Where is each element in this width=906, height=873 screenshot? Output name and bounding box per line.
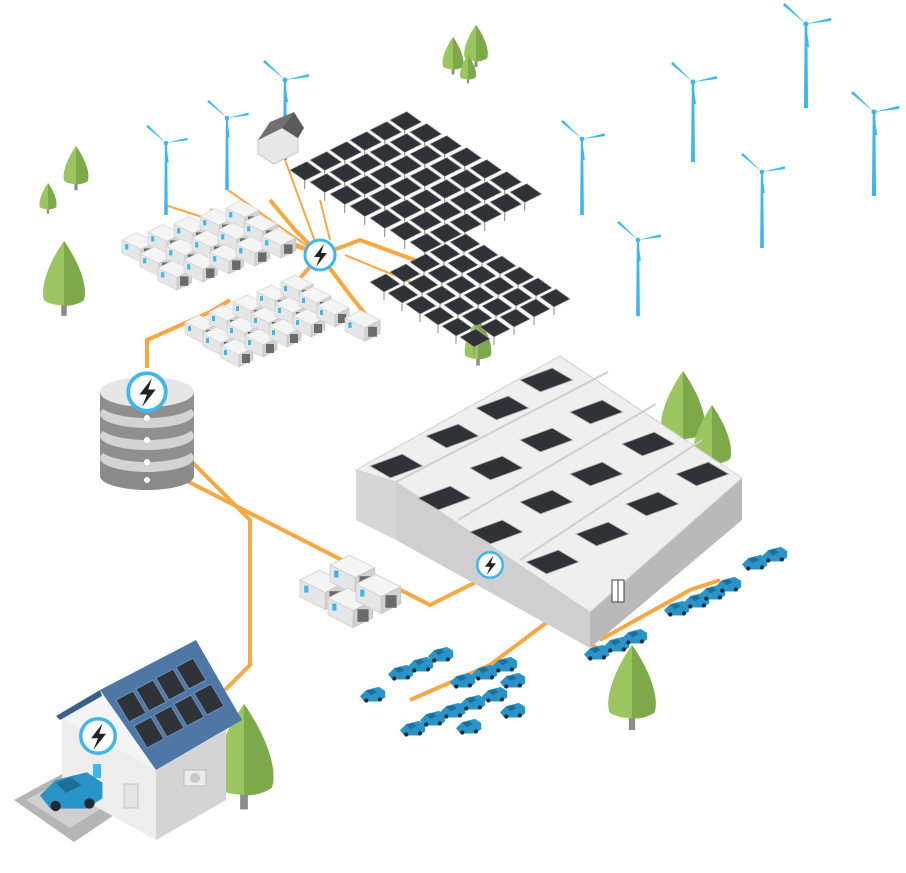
- lightning-bolt-icon: [79, 717, 117, 755]
- cable-to-right-parking: [599, 578, 721, 642]
- roof-solar-panel-icon: [193, 683, 225, 716]
- roof-solar-panel-icon: [153, 705, 185, 738]
- electric-car-icon: [450, 672, 476, 689]
- energy-storage-tower-icon: [100, 371, 194, 490]
- electric-car-icon: [622, 628, 648, 645]
- wind-turbine-icon: [782, 3, 832, 108]
- tree-icon: [43, 241, 85, 316]
- wind-turbine-icon: [146, 125, 188, 215]
- solar-farm-lower: [369, 233, 571, 356]
- electric-car-icon: [762, 546, 788, 563]
- battery-small: [344, 309, 381, 342]
- tree-icon: [442, 37, 464, 75]
- solar-house-icon: [14, 640, 242, 842]
- electric-car-icon: [408, 656, 434, 673]
- shed: [257, 112, 304, 165]
- electric-car-icon: [500, 702, 526, 719]
- cable-storage-to-factory: [184, 478, 491, 607]
- electric-car-icon: [500, 672, 526, 689]
- cable-storage-to-house: [188, 458, 252, 692]
- wind-turbine-icon: [671, 62, 717, 162]
- battery-farm-factory: [299, 554, 402, 629]
- roof-solar-panel-icon: [173, 694, 205, 727]
- battery-farm-upper: [121, 200, 297, 291]
- battery-container-icon: [344, 309, 381, 342]
- electric-car-icon: [40, 772, 103, 812]
- battery-farm-lower: [184, 274, 350, 368]
- electric-car-icon: [456, 718, 482, 735]
- electric-car-icon: [400, 720, 426, 737]
- electric-car-icon: [482, 686, 508, 703]
- wind-turbine-icon: [561, 119, 605, 215]
- electric-car-icon: [716, 576, 742, 593]
- tree-icon: [63, 146, 89, 191]
- tree-icon: [608, 645, 656, 730]
- roof-solar-panel-icon: [115, 690, 147, 723]
- lightning-bolt-icon: [475, 550, 505, 580]
- cable-to-front-parking: [409, 618, 552, 702]
- tree-icon: [39, 183, 57, 214]
- electric-car-icon: [428, 646, 454, 663]
- lightning-bolt-icon: [303, 238, 337, 272]
- roof-solar-panel-icon: [155, 668, 187, 701]
- roof-solar-panel-icon: [135, 679, 167, 712]
- wind-turbine-icon: [617, 221, 661, 316]
- wind-turbine-icon: [850, 91, 900, 196]
- roof-solar-panel-icon: [175, 657, 207, 690]
- cable-storage-to-battery-farm: [145, 298, 232, 368]
- roof-solar-panel-icon: [133, 716, 165, 749]
- wind-turbine-icon: [741, 153, 785, 248]
- electric-car-icon: [360, 686, 386, 703]
- electric-car-icon: [460, 694, 486, 711]
- solar-farm-upper: [289, 111, 543, 262]
- wind-turbine-icon: [207, 100, 249, 190]
